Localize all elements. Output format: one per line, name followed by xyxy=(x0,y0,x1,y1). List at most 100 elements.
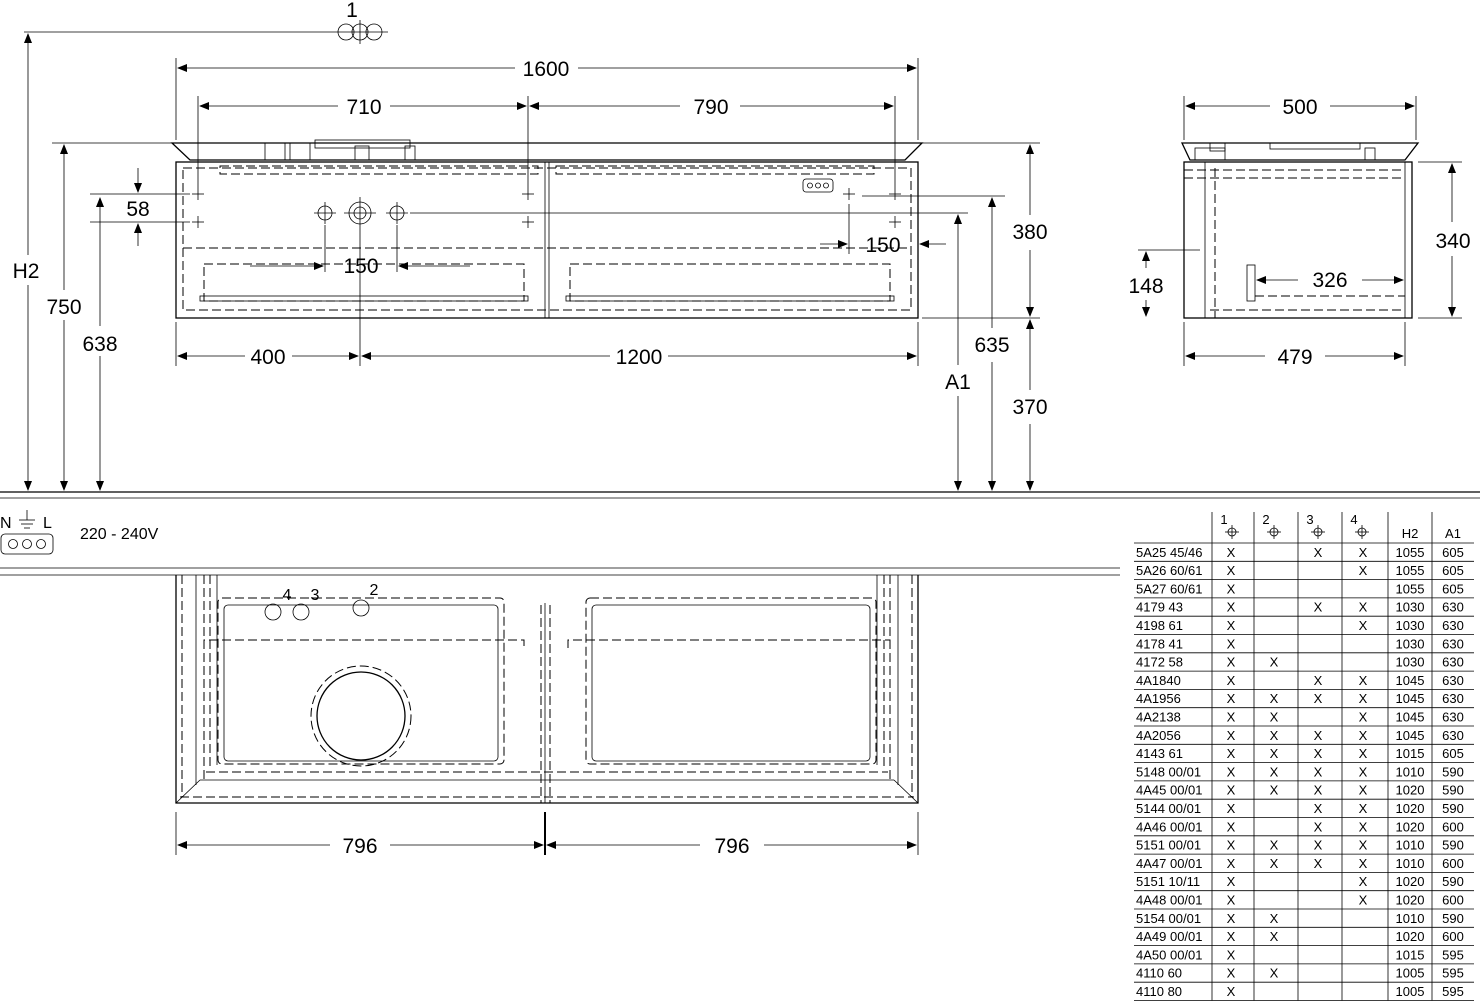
table-cell-c1: X xyxy=(1227,618,1236,633)
drawer-left xyxy=(203,263,525,302)
table-cell-a1: 590 xyxy=(1442,764,1464,779)
table-header-a1: A1 xyxy=(1445,526,1461,541)
table-cell-c4: X xyxy=(1359,618,1368,633)
table-cell-code: 4A47 00/01 xyxy=(1136,856,1203,871)
table-cell-c1: X xyxy=(1227,746,1236,761)
side-view: 500 479 340 148 326 xyxy=(1128,96,1471,369)
plan-label-2: 2 xyxy=(370,582,379,599)
plan-label-3: 3 xyxy=(311,587,320,604)
dim-left-400: 400 xyxy=(250,346,285,369)
table-cell-c2: X xyxy=(1270,710,1279,725)
table-cell-c1: X xyxy=(1227,911,1236,926)
table-cell-h2: 1010 xyxy=(1396,764,1425,779)
dim-plan-right: 796 xyxy=(714,835,749,858)
plan-view: 4 3 2 796 796 xyxy=(175,575,919,858)
tap-hole-icon xyxy=(1267,525,1281,539)
table-cell-h2: 1020 xyxy=(1396,874,1425,889)
table-cell-code: 4A1956 xyxy=(1136,691,1181,706)
socket-voltage: 220 - 240V xyxy=(80,526,159,543)
table-cell-code: 5A27 60/61 xyxy=(1136,581,1203,596)
table-cell-c3: X xyxy=(1314,783,1323,798)
table-cell-c1: X xyxy=(1227,893,1236,908)
table-cell-code: 4A45 00/01 xyxy=(1136,783,1203,798)
table-cell-code: 4A49 00/01 xyxy=(1136,929,1203,944)
table-cell-h2: 1015 xyxy=(1396,746,1425,761)
tap-hole-right-icon xyxy=(385,201,409,225)
table-cell-code: 5148 00/01 xyxy=(1136,764,1201,779)
dim-h635: 635 xyxy=(974,334,1009,357)
side-body xyxy=(1183,161,1413,319)
table-cell-c3: X xyxy=(1314,728,1323,743)
table-cell-h2: 1055 xyxy=(1396,545,1425,560)
table-cell-code: 5151 10/11 xyxy=(1136,874,1200,889)
dim-hole-spacing: 58 xyxy=(126,198,149,221)
table-cell-a1: 600 xyxy=(1442,929,1464,944)
table-cell-code: 5A25 45/46 xyxy=(1136,545,1203,560)
tap-hole-icon xyxy=(1225,525,1239,539)
table-cell-c2: X xyxy=(1270,691,1279,706)
dim-side-148: 148 xyxy=(1128,275,1163,298)
table-cell-code: 4A1840 xyxy=(1136,673,1181,688)
dim-plan-left: 796 xyxy=(342,835,377,858)
table-cell-h2: 1020 xyxy=(1396,893,1425,908)
basin-left xyxy=(217,597,505,765)
table-cell-code: 4A2056 xyxy=(1136,728,1181,743)
socket-n-label: N xyxy=(0,515,12,532)
tap-hole-4-icon xyxy=(264,603,282,621)
table-cell-a1: 600 xyxy=(1442,819,1464,834)
dim-depth-bottom: 479 xyxy=(1277,346,1312,369)
table-cell-c3: X xyxy=(1314,746,1323,761)
table-header-2: 2 xyxy=(1262,512,1269,527)
table-header-1: 1 xyxy=(1220,512,1227,527)
table-cell-h2: 1015 xyxy=(1396,947,1425,962)
table-cell-c4: X xyxy=(1359,893,1368,908)
table-cell-c1: X xyxy=(1227,600,1236,615)
table-header-4: 4 xyxy=(1350,512,1357,527)
table-cell-c1: X xyxy=(1227,966,1236,981)
table-cell-c1: X xyxy=(1227,710,1236,725)
table-cell-c4: X xyxy=(1359,819,1368,834)
table-cell-h2: 1055 xyxy=(1396,581,1425,596)
table-cell-c1: X xyxy=(1227,838,1236,853)
table-cell-h2: 1020 xyxy=(1396,801,1425,816)
drain-outer xyxy=(310,665,412,767)
table-cell-c4: X xyxy=(1359,838,1368,853)
table-cell-c2: X xyxy=(1270,911,1279,926)
table-cell-c1: X xyxy=(1227,929,1236,944)
table-cell-h2: 1010 xyxy=(1396,911,1425,926)
table-cell-code: 4172 58 xyxy=(1136,655,1183,670)
table-cell-a1: 590 xyxy=(1442,801,1464,816)
table-cell-c3: X xyxy=(1314,545,1323,560)
dim-h750: 750 xyxy=(46,296,81,319)
table-cell-a1: 590 xyxy=(1442,838,1464,853)
dim-h2: H2 xyxy=(13,260,40,283)
table-cell-c2: X xyxy=(1270,929,1279,944)
table-cell-code: 4A50 00/01 xyxy=(1136,947,1203,962)
table-cell-code: 4179 43 xyxy=(1136,600,1183,615)
table-cell-h2: 1010 xyxy=(1396,838,1425,853)
dim-right-1200: 1200 xyxy=(616,346,663,369)
table-cell-h2: 1045 xyxy=(1396,673,1425,688)
table-cell-c4: X xyxy=(1359,728,1368,743)
table-cell-h2: 1045 xyxy=(1396,691,1425,706)
callout-1: 1 xyxy=(346,0,358,22)
drain-inner xyxy=(316,671,406,761)
table-cell-c2: X xyxy=(1270,856,1279,871)
table-cell-c4: X xyxy=(1359,746,1368,761)
countertop xyxy=(170,142,924,161)
table-cell-a1: 605 xyxy=(1442,563,1464,578)
